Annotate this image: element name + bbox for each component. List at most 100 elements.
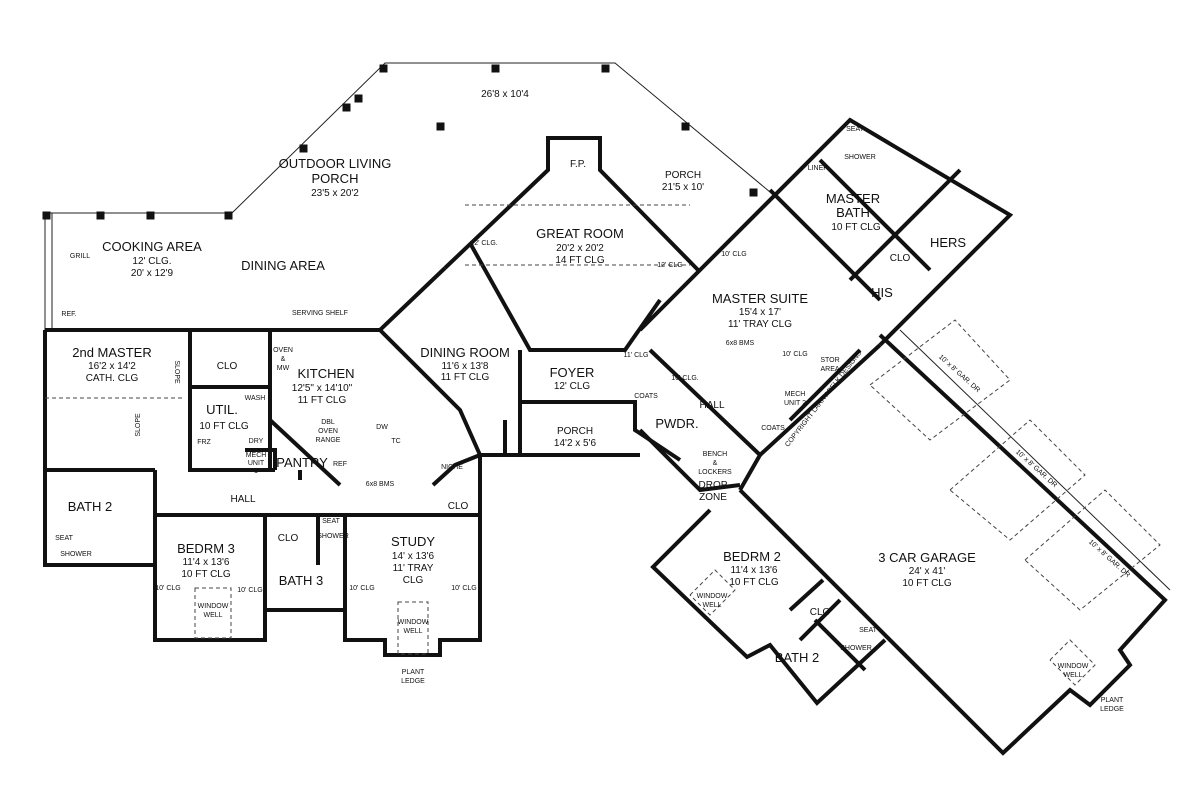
great-room-clg-right: 12' CLG xyxy=(657,262,682,269)
master-suite-label: MASTER SUITE xyxy=(712,291,808,306)
outdoor-living-label: OUTDOOR LIVING xyxy=(279,156,392,171)
his-closet-label: HIS xyxy=(871,285,893,300)
mech-unit-1-3: 1 xyxy=(254,468,258,475)
garage-ledge-2: LEDGE xyxy=(1100,706,1124,713)
bath3-seat: SEAT xyxy=(322,518,340,525)
kitchen-dim: 12'5" x 14'10" xyxy=(292,383,353,394)
bedrm2-label: BEDRM 2 xyxy=(723,549,781,564)
bath2-left-shower: SHOWER xyxy=(60,551,92,558)
coats-left: COATS xyxy=(634,393,658,400)
cooking-area-dim: 20' x 12'9 xyxy=(131,268,174,279)
hall-left-label: HALL xyxy=(230,494,255,505)
bench-2: & xyxy=(713,460,718,467)
kitchen-ceiling: 11 FT CLG xyxy=(298,395,347,406)
garage-dim: 24' x 41' xyxy=(909,566,946,577)
bedrm3-clg-right: 10' CLG xyxy=(237,587,262,594)
great-room-label: GREAT ROOM xyxy=(536,226,624,241)
mw-label: MW xyxy=(277,365,290,372)
dbl-label: DBL xyxy=(321,419,335,426)
garage-ledge-1: PLANT xyxy=(1101,697,1124,704)
study-window-1: WINDOW xyxy=(398,619,429,626)
bench-3: LOCKERS xyxy=(698,469,732,476)
cooking-area-ceiling: 12' CLG. xyxy=(132,256,171,267)
master-suite-ceiling: 11' TRAY CLG xyxy=(728,319,792,330)
garage-door-3: 10' x 8' GAR. DR xyxy=(1087,539,1131,580)
stor-area-1: STOR xyxy=(820,357,839,364)
master-clg-a: 10' CLG xyxy=(721,251,746,258)
mech-unit-1-1: MECH xyxy=(246,452,267,459)
util-label: UTIL. xyxy=(206,402,238,417)
bath3-shower: SHOWER xyxy=(317,533,349,540)
bedrm2-window-2: WELL xyxy=(702,602,721,609)
study-clo: CLO xyxy=(448,501,469,512)
bath3-label: BATH 3 xyxy=(279,573,324,588)
bedrm3-ceiling: 10 FT CLG xyxy=(181,569,230,580)
grill-label: GRILL xyxy=(70,253,90,260)
master-bath-label-2: BATH xyxy=(836,205,870,220)
master-clg-b: 10' CLG xyxy=(782,351,807,358)
bath2-left-seat: SEAT xyxy=(55,535,73,542)
dining-room-label: DINING ROOM xyxy=(420,345,510,360)
foyer-label: FOYER xyxy=(550,365,595,380)
garage-ceiling: 10 FT CLG xyxy=(902,578,951,589)
front-porch-label: PORCH xyxy=(557,426,593,437)
bath2-right-label: BATH 2 xyxy=(775,650,820,665)
pantry-label: PANTRY xyxy=(276,455,328,470)
dw-label: DW xyxy=(376,424,388,431)
oven2-label: OVEN xyxy=(318,428,338,435)
study-window-2: WELL xyxy=(403,628,422,635)
bedrm3-window-1: WINDOW xyxy=(198,603,229,610)
hers-closet-label: HERS xyxy=(930,235,966,250)
study-ledge-2: LEDGE xyxy=(401,678,425,685)
bench-1: BENCH xyxy=(703,451,728,458)
util-ceiling: 10 FT CLG xyxy=(199,421,248,432)
cooking-area-label: COOKING AREA xyxy=(102,239,202,254)
front-porch-dim: 14'2 x 5'6 xyxy=(554,438,597,449)
powder-room-label: PWDR. xyxy=(655,416,698,431)
dining-room-dim: 11'6 x 13'8 xyxy=(441,361,488,372)
range-label: RANGE xyxy=(316,437,341,444)
mech-unit-2-2: UNIT 2 xyxy=(784,400,806,407)
garage-window-2: WELL xyxy=(1063,672,1082,679)
bath2-right-shower: SHOWER xyxy=(840,645,872,652)
niche-label: NICHE xyxy=(441,464,463,471)
bedrm2-dim: 11'4 x 13'6 xyxy=(730,565,777,576)
stor-area-2: AREA xyxy=(820,366,839,373)
study-ceiling-1: 11' TRAY xyxy=(393,563,434,574)
slope-label-1: SLOPE xyxy=(173,360,180,384)
fireplace-label: F.P. xyxy=(570,159,586,170)
kitchen-ref-label: REF xyxy=(333,461,347,468)
master-clo-label: CLO xyxy=(890,253,911,264)
serving-shelf-label: SERVING SHELF xyxy=(292,310,348,317)
right-porch-dim: 21'5 x 10' xyxy=(662,182,704,193)
garage-door-2: 10' x 8' GAR. DR xyxy=(1014,449,1058,490)
master-suite-dim: 15'4 x 17' xyxy=(739,307,781,318)
master-bms: 6x8 BMS xyxy=(726,340,755,347)
master-seat: SEAT xyxy=(846,126,864,133)
study-clg-right: 10' CLG xyxy=(451,585,476,592)
bath3-clo: CLO xyxy=(278,533,299,544)
bedrm2-window-1: WINDOW xyxy=(697,593,728,600)
slope-label-2: SLOPE xyxy=(135,413,142,437)
oven-amp: & xyxy=(281,356,286,363)
foyer-side-clg: 11' CLG xyxy=(624,352,649,359)
porch-outline xyxy=(42,62,771,330)
study-ceiling-2: CLG xyxy=(403,575,424,586)
bedrm2-ceiling: 10 FT CLG xyxy=(729,577,778,588)
study-ledge-1: PLANT xyxy=(402,669,425,676)
coats-right: COATS xyxy=(761,425,785,432)
master-shower: SHOWER xyxy=(844,154,876,161)
mech-unit-2-1: MECH xyxy=(785,391,806,398)
master-liner: LINER xyxy=(808,165,829,172)
bath2-right-seat: SEAT xyxy=(859,627,877,634)
hall-right-ceiling: 10' CLG. xyxy=(671,375,698,382)
tc-label: TC xyxy=(391,438,400,445)
great-room-clg-left: 12' CLG. xyxy=(470,240,497,247)
clo-upper-label: CLO xyxy=(217,361,238,372)
bath2-right-clo: CLO xyxy=(810,607,831,618)
master-bath-ceiling: 10 FT CLG xyxy=(831,222,880,233)
outdoor-porch-label: PORCH xyxy=(312,171,359,186)
study-label: STUDY xyxy=(391,534,435,549)
great-room-dim: 20'2 x 20'2 xyxy=(556,243,604,254)
